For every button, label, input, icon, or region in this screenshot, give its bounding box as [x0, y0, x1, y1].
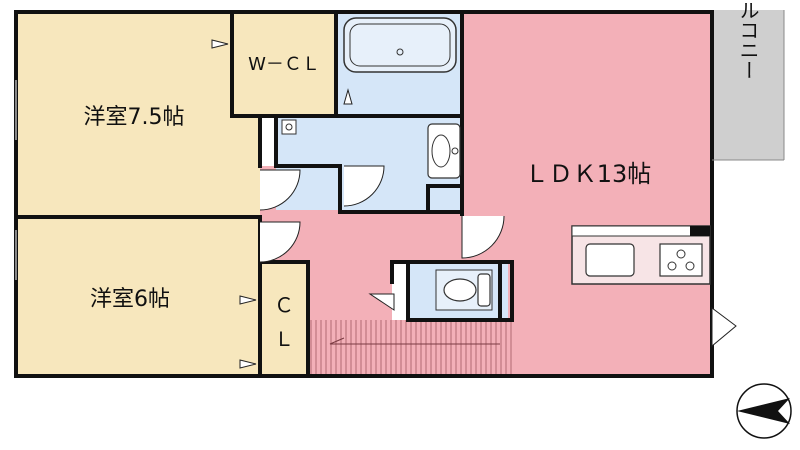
entrance-step-arrow [329, 337, 500, 345]
kitchen-sink-icon [585, 243, 635, 277]
washer-icon [281, 119, 297, 135]
ldk-label: ＬＤＫ13帖 [525, 160, 652, 188]
hallway-lower [308, 262, 392, 320]
sliding-door-markers [211, 39, 353, 369]
western-room-2-label: 洋室6帖 [90, 287, 170, 312]
toilet-icon [435, 269, 493, 311]
closet-label-top: Ｃ [274, 293, 294, 317]
closet-label-bottom: Ｌ [274, 327, 294, 351]
balcony [712, 10, 784, 160]
walk-in-closet-label: W－ＣＬ [248, 54, 320, 75]
stove-icon [659, 243, 703, 277]
washbasin-icon [427, 123, 461, 179]
bathtub-icon [343, 17, 457, 73]
entrance [310, 320, 512, 376]
north-arrow-icon [736, 383, 792, 439]
doors [259, 165, 737, 348]
balcony-label: バルコニー [736, 0, 760, 80]
western-room-1-label: 洋室7.5帖 [84, 105, 185, 130]
western-room-2 [16, 218, 260, 376]
walk-in-closet [232, 12, 336, 116]
closet [260, 262, 308, 376]
